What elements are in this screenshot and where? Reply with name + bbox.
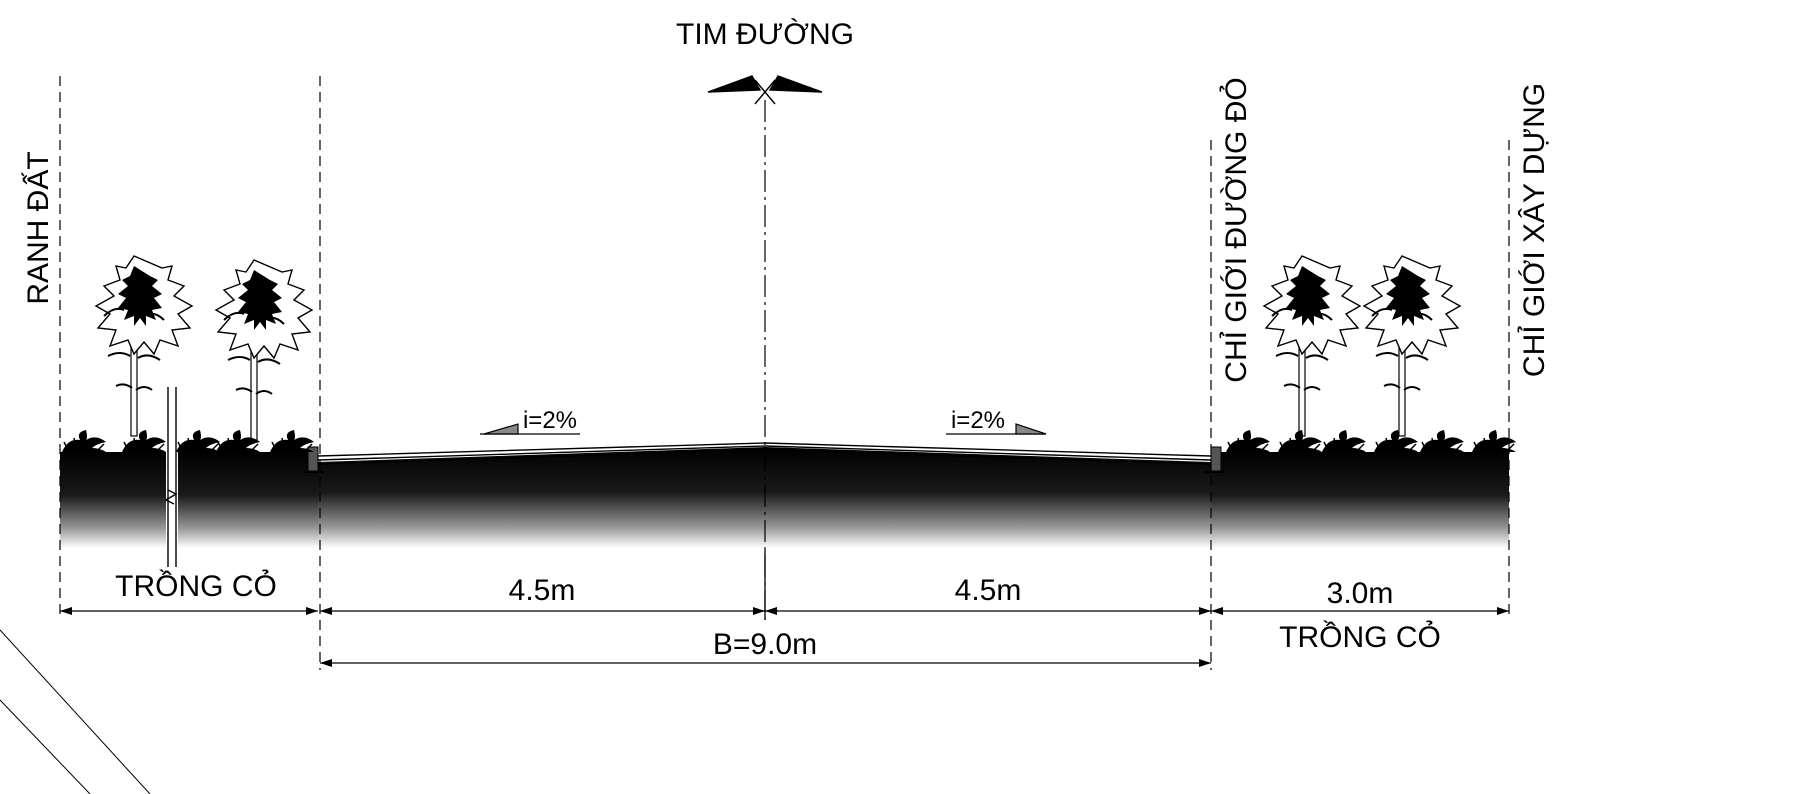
- build-line-label: CHỈ GIỚI XÂY DỰNG: [1517, 83, 1551, 377]
- slope-arrow-right: [946, 423, 1047, 435]
- corner-diagonals: [0, 629, 151, 794]
- tree-icon: [215, 259, 313, 441]
- dimension-lines: [60, 550, 1509, 664]
- centerline-symbol: [707, 75, 823, 105]
- roadway-total-dimension: B=9.0m: [713, 628, 817, 661]
- shrub-row-left: [61, 429, 315, 453]
- tree-icon: [1263, 255, 1361, 437]
- centerline-label: TIM ĐƯỜNG: [676, 18, 854, 51]
- red-line-label: CHỈ GIỚI ĐƯỜNG ĐỎ: [1219, 77, 1253, 382]
- lane-right-dimension: 4.5m: [955, 574, 1022, 607]
- break-line-symbol: [164, 387, 178, 567]
- ground-right-verge: [1211, 452, 1509, 548]
- slope-arrow-left: [480, 423, 580, 435]
- tree-icon: [1363, 255, 1461, 437]
- ground-left-verge: [60, 452, 318, 548]
- slope-right-label: i=2%: [951, 407, 1005, 434]
- shrub-row-right: [1225, 429, 1517, 453]
- grass-right-label: TRỒNG CỎ: [1279, 620, 1441, 654]
- verge-right-dimension: 3.0m: [1327, 577, 1394, 610]
- dimension-ticks: [60, 607, 1509, 667]
- land-boundary-label: RANH ĐẤT: [21, 151, 55, 304]
- curb-right: [1210, 446, 1222, 472]
- grass-left-label: TRỒNG CỎ: [115, 569, 277, 603]
- slope-left-label: i=2%: [523, 407, 577, 434]
- lane-left-dimension: 4.5m: [509, 574, 576, 607]
